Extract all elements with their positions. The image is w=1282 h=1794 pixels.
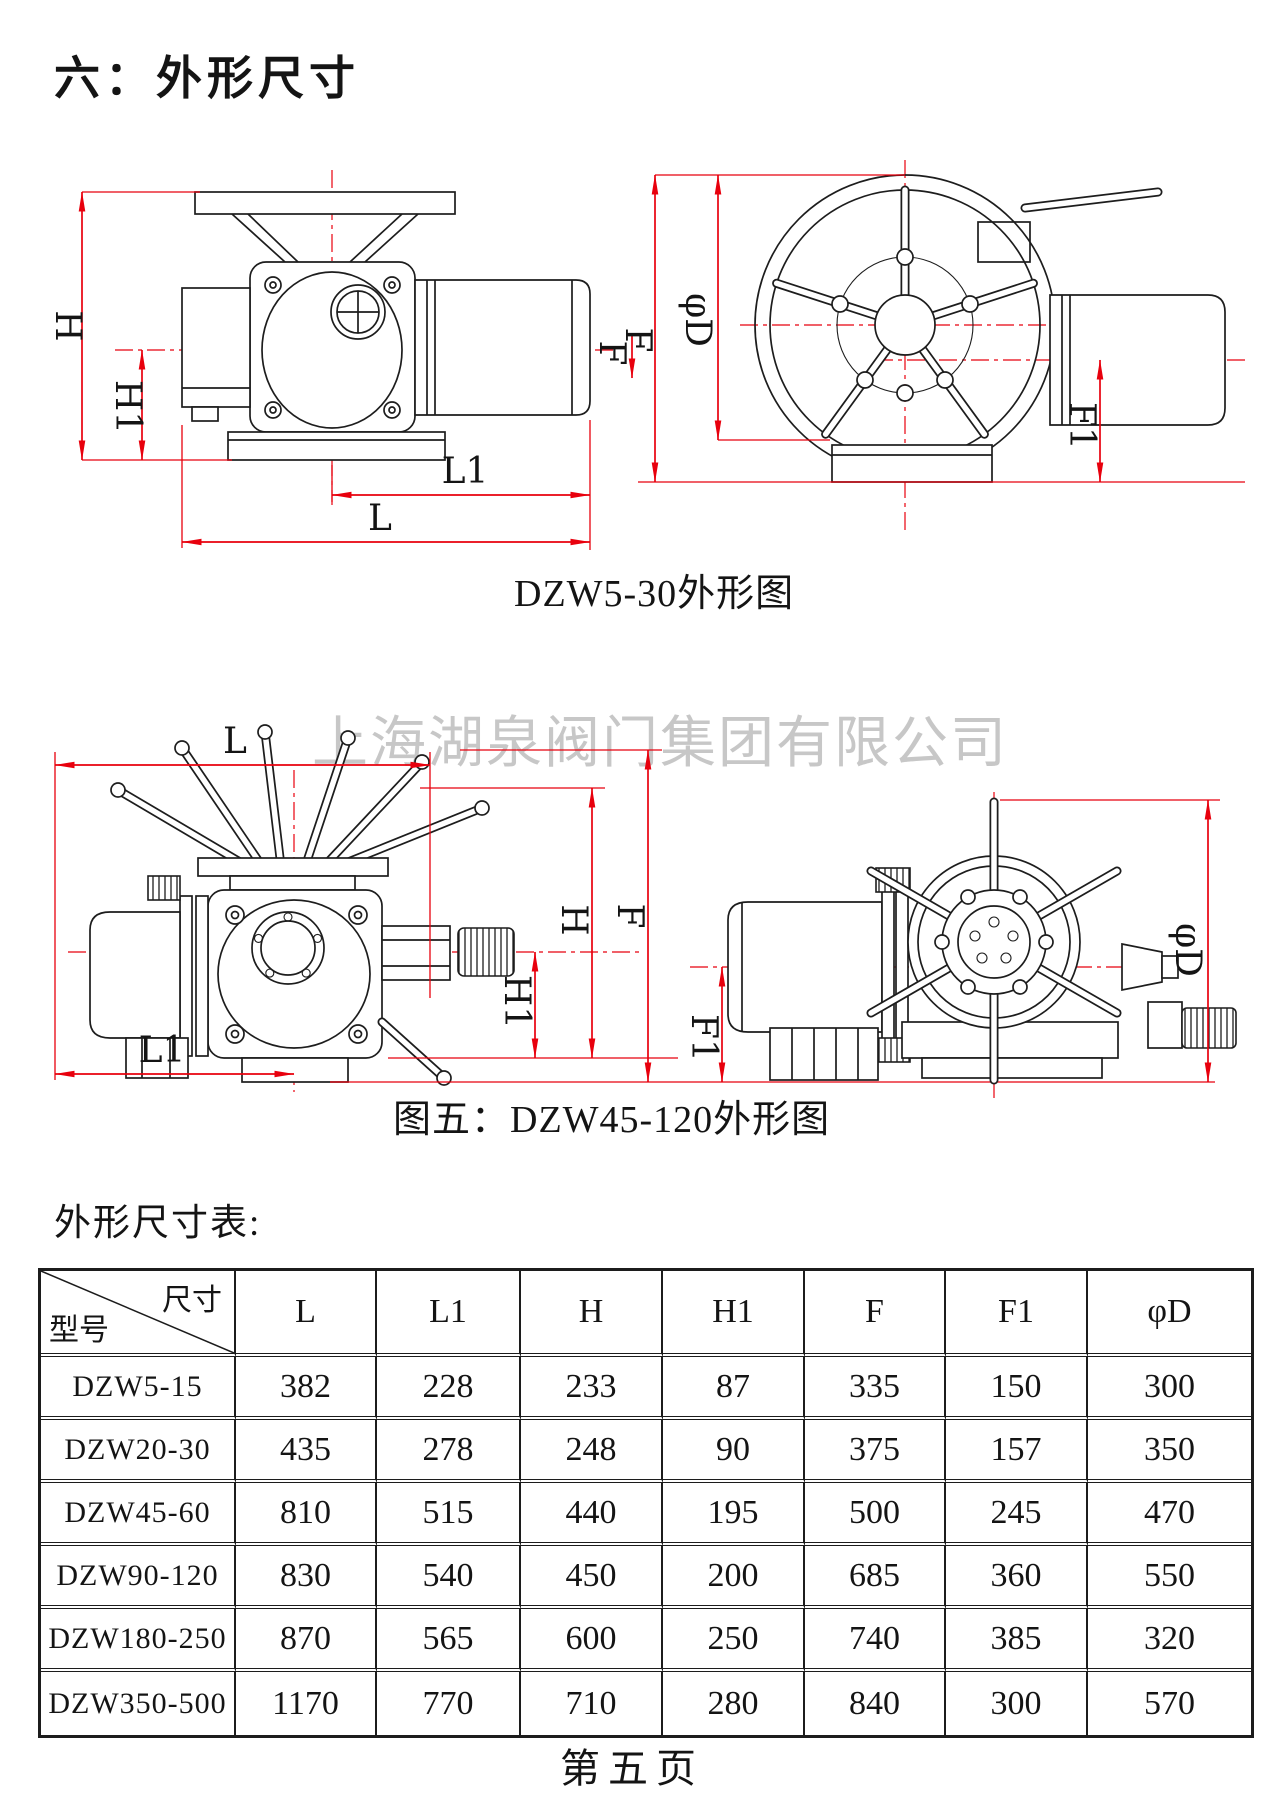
value-cell: 770 <box>377 1672 521 1735</box>
side-view-dimensions: H H1 L1 L F <box>47 191 636 550</box>
model-cell: DZW20-30 <box>41 1420 236 1483</box>
value-cell: 550 <box>1088 1546 1251 1609</box>
figure2-caption: 图五：DZW45-120外形图 <box>393 1099 831 1141</box>
handwheel-spokes-edge <box>110 724 490 867</box>
column-header: H <box>521 1271 663 1357</box>
column-header: φD <box>1088 1271 1251 1357</box>
value-cell: 90 <box>663 1420 805 1483</box>
value-cell: 200 <box>663 1546 805 1609</box>
value-cell: 565 <box>377 1609 521 1672</box>
dim-label-phid: φD <box>677 293 718 347</box>
actuator2-front-view <box>690 792 1237 1098</box>
actuator-front-view <box>740 160 1245 532</box>
value-cell: 385 <box>946 1609 1088 1672</box>
table-corner-cell: 尺寸 型号 <box>41 1271 236 1357</box>
value-cell: 435 <box>236 1420 377 1483</box>
dim-label-phid: φD <box>1167 923 1208 977</box>
dim-label-l: L <box>223 721 247 762</box>
value-cell: 233 <box>521 1357 663 1420</box>
value-cell: 515 <box>377 1483 521 1546</box>
value-cell: 382 <box>236 1357 377 1420</box>
value-cell: 335 <box>805 1357 946 1420</box>
value-cell: 300 <box>1088 1357 1251 1420</box>
diagonal-divider <box>41 1271 234 1353</box>
value-cell: 248 <box>521 1420 663 1483</box>
figure1-caption: DZW5-30外形图 <box>514 573 795 615</box>
page-number: 第五页 <box>560 1746 704 1791</box>
handle-bar <box>977 187 1163 263</box>
dim-label-f1: F1 <box>1061 402 1102 450</box>
value-cell: 278 <box>377 1420 521 1483</box>
corner-label-model: 型号 <box>49 1314 109 1347</box>
dim-label-h: H <box>47 310 88 341</box>
value-cell: 350 <box>1088 1420 1251 1483</box>
dim-label-h1: H1 <box>496 975 537 1029</box>
value-cell: 157 <box>946 1420 1088 1483</box>
value-cell: 360 <box>946 1546 1088 1609</box>
value-cell: 470 <box>1088 1483 1251 1546</box>
front-view2-dimensions: φD F1 <box>683 799 1220 1083</box>
column-header: L1 <box>377 1271 521 1357</box>
value-cell: 500 <box>805 1483 946 1546</box>
hub-bolt-icons <box>831 248 979 402</box>
figure2-drawing: L L1 H H1 F <box>54 721 1237 1098</box>
value-cell: 250 <box>663 1609 805 1672</box>
page-title: 六：外形尺寸 <box>54 53 360 104</box>
value-cell: 440 <box>521 1483 663 1546</box>
model-cell: DZW5-15 <box>41 1357 236 1420</box>
dim-label-f: F <box>617 328 658 353</box>
model-cell: DZW350-500 <box>41 1672 236 1735</box>
value-cell: 280 <box>663 1672 805 1735</box>
value-cell: 870 <box>236 1609 377 1672</box>
bolt-icons <box>264 276 401 419</box>
side-view2-dimensions: L L1 H H1 F <box>54 721 1215 1083</box>
value-cell: 840 <box>805 1672 946 1735</box>
hub2-bolt-icons <box>934 889 1054 995</box>
value-cell: 150 <box>946 1357 1088 1420</box>
front-view-dimensions: F φD F1 <box>617 174 1245 483</box>
model-cell: DZW90-120 <box>41 1546 236 1609</box>
value-cell: 245 <box>946 1483 1088 1546</box>
value-cell: 740 <box>805 1609 946 1672</box>
dim-label-l: L <box>368 498 392 539</box>
model-cell: DZW45-60 <box>41 1483 236 1546</box>
value-cell: 570 <box>1144 1684 1195 1722</box>
dim-label-h: H <box>553 904 594 935</box>
model-cell: DZW180-250 <box>41 1609 236 1672</box>
handwheel-spokes <box>772 185 1038 439</box>
value-cell: 450 <box>521 1546 663 1609</box>
dim-label-f-side: F <box>591 341 632 366</box>
figure1-drawing: H H1 L1 L F <box>47 160 1245 550</box>
value-cell: 1170 <box>236 1672 377 1735</box>
value-cell: 685 <box>805 1546 946 1609</box>
value-cell: 300 <box>946 1672 1088 1735</box>
column-header: H1 <box>663 1271 805 1357</box>
column-header: F1 <box>946 1271 1088 1357</box>
value-cell: 600 <box>521 1609 663 1672</box>
value-cell: 87 <box>663 1357 805 1420</box>
handwheel2-spokes <box>866 797 1122 1085</box>
actuator2-side-view <box>68 724 642 1092</box>
value-cell: 228 <box>377 1357 521 1420</box>
corner-label-size: 尺寸 <box>162 1284 222 1317</box>
dim-label-l1: L1 <box>442 451 489 492</box>
column-header: F <box>805 1271 946 1357</box>
value-cell: 830 <box>236 1546 377 1609</box>
value-cell: 375 <box>805 1420 946 1483</box>
dimension-table: 尺寸 型号 L L1 H H1 F F1 φD DZW5-15 382 228 … <box>38 1268 1254 1738</box>
table-label: 外形尺寸表: <box>54 1203 262 1244</box>
dim-label-h1: H1 <box>107 380 148 434</box>
bolt-icons2 <box>225 905 368 1044</box>
column-header: L <box>236 1271 377 1357</box>
dim-label-f1: F1 <box>683 1014 724 1062</box>
dim-label-f: F <box>609 904 650 929</box>
actuator-side-view <box>115 170 615 505</box>
value-cell: 810 <box>236 1483 377 1546</box>
value-cell: 540 <box>377 1546 521 1609</box>
value-cell: 195 <box>663 1483 805 1546</box>
value-cell: 710 <box>521 1672 663 1735</box>
value-cell: 320 <box>1088 1609 1251 1672</box>
dim-label-l1: L1 <box>139 1030 186 1071</box>
